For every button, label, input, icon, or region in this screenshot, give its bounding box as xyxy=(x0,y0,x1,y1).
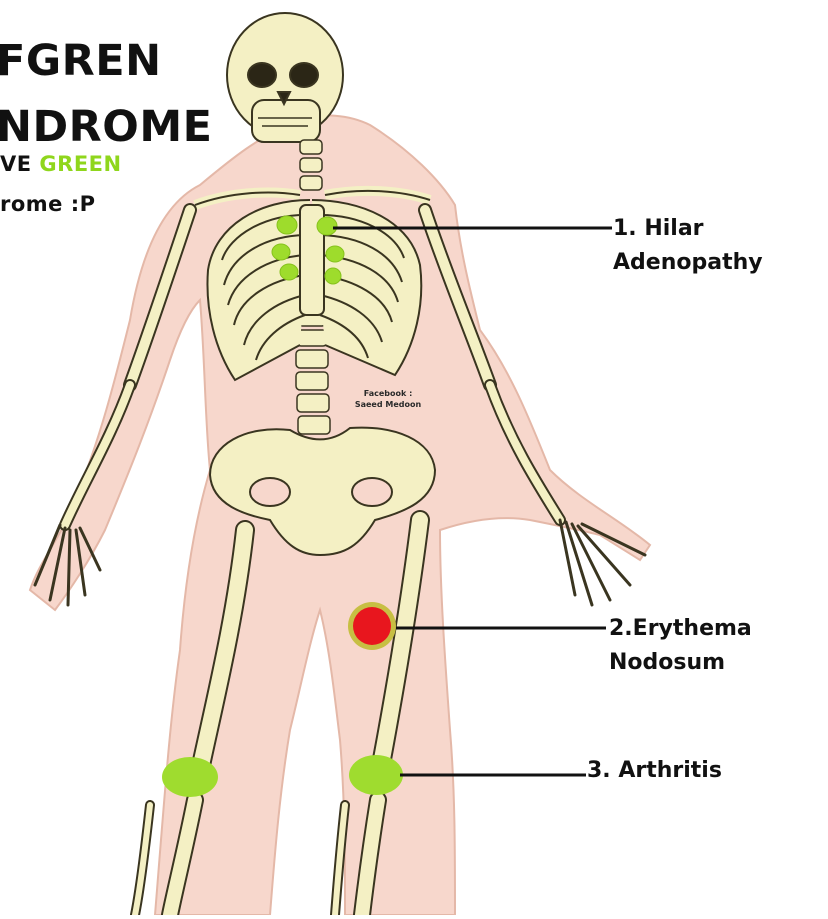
erythema-nodosum-label: 2.Erythema Nodosum xyxy=(609,612,752,680)
lymph-node xyxy=(277,216,297,234)
title-line-4: rome :P xyxy=(0,192,96,216)
title-line-3: VE GREEN xyxy=(0,152,122,176)
erythema-label-line-2: Nodosum xyxy=(609,646,752,680)
erythema-nodosum-core xyxy=(353,607,391,645)
hilar-label-line-1: 1. Hilar xyxy=(613,212,763,246)
credit-line-1: Facebook : xyxy=(333,388,443,399)
lymph-node xyxy=(326,246,344,262)
hilar-label-line-2: Adenopathy xyxy=(613,246,763,280)
credit-line-2: Saeed Medoon xyxy=(333,399,443,410)
hilar-adenopathy-label: 1. Hilar Adenopathy xyxy=(613,212,763,280)
lymph-node xyxy=(272,244,290,260)
lymph-node xyxy=(317,217,337,235)
lymph-node xyxy=(280,264,298,280)
title-line-2: NDROME xyxy=(0,102,213,152)
title-line-3-prefix: VE xyxy=(0,152,39,176)
lymph-node xyxy=(325,268,341,284)
facebook-credit: Facebook : Saeed Medoon xyxy=(333,388,443,410)
arthritis-knee-left xyxy=(349,755,403,795)
arthritis-label: 3. Arthritis xyxy=(587,754,722,788)
arthritis-knee-right xyxy=(162,757,218,797)
erythema-label-line-1: 2.Erythema xyxy=(609,612,752,646)
title-line-3-green: GREEN xyxy=(39,152,121,176)
title-line-1: FGREN xyxy=(0,36,162,86)
